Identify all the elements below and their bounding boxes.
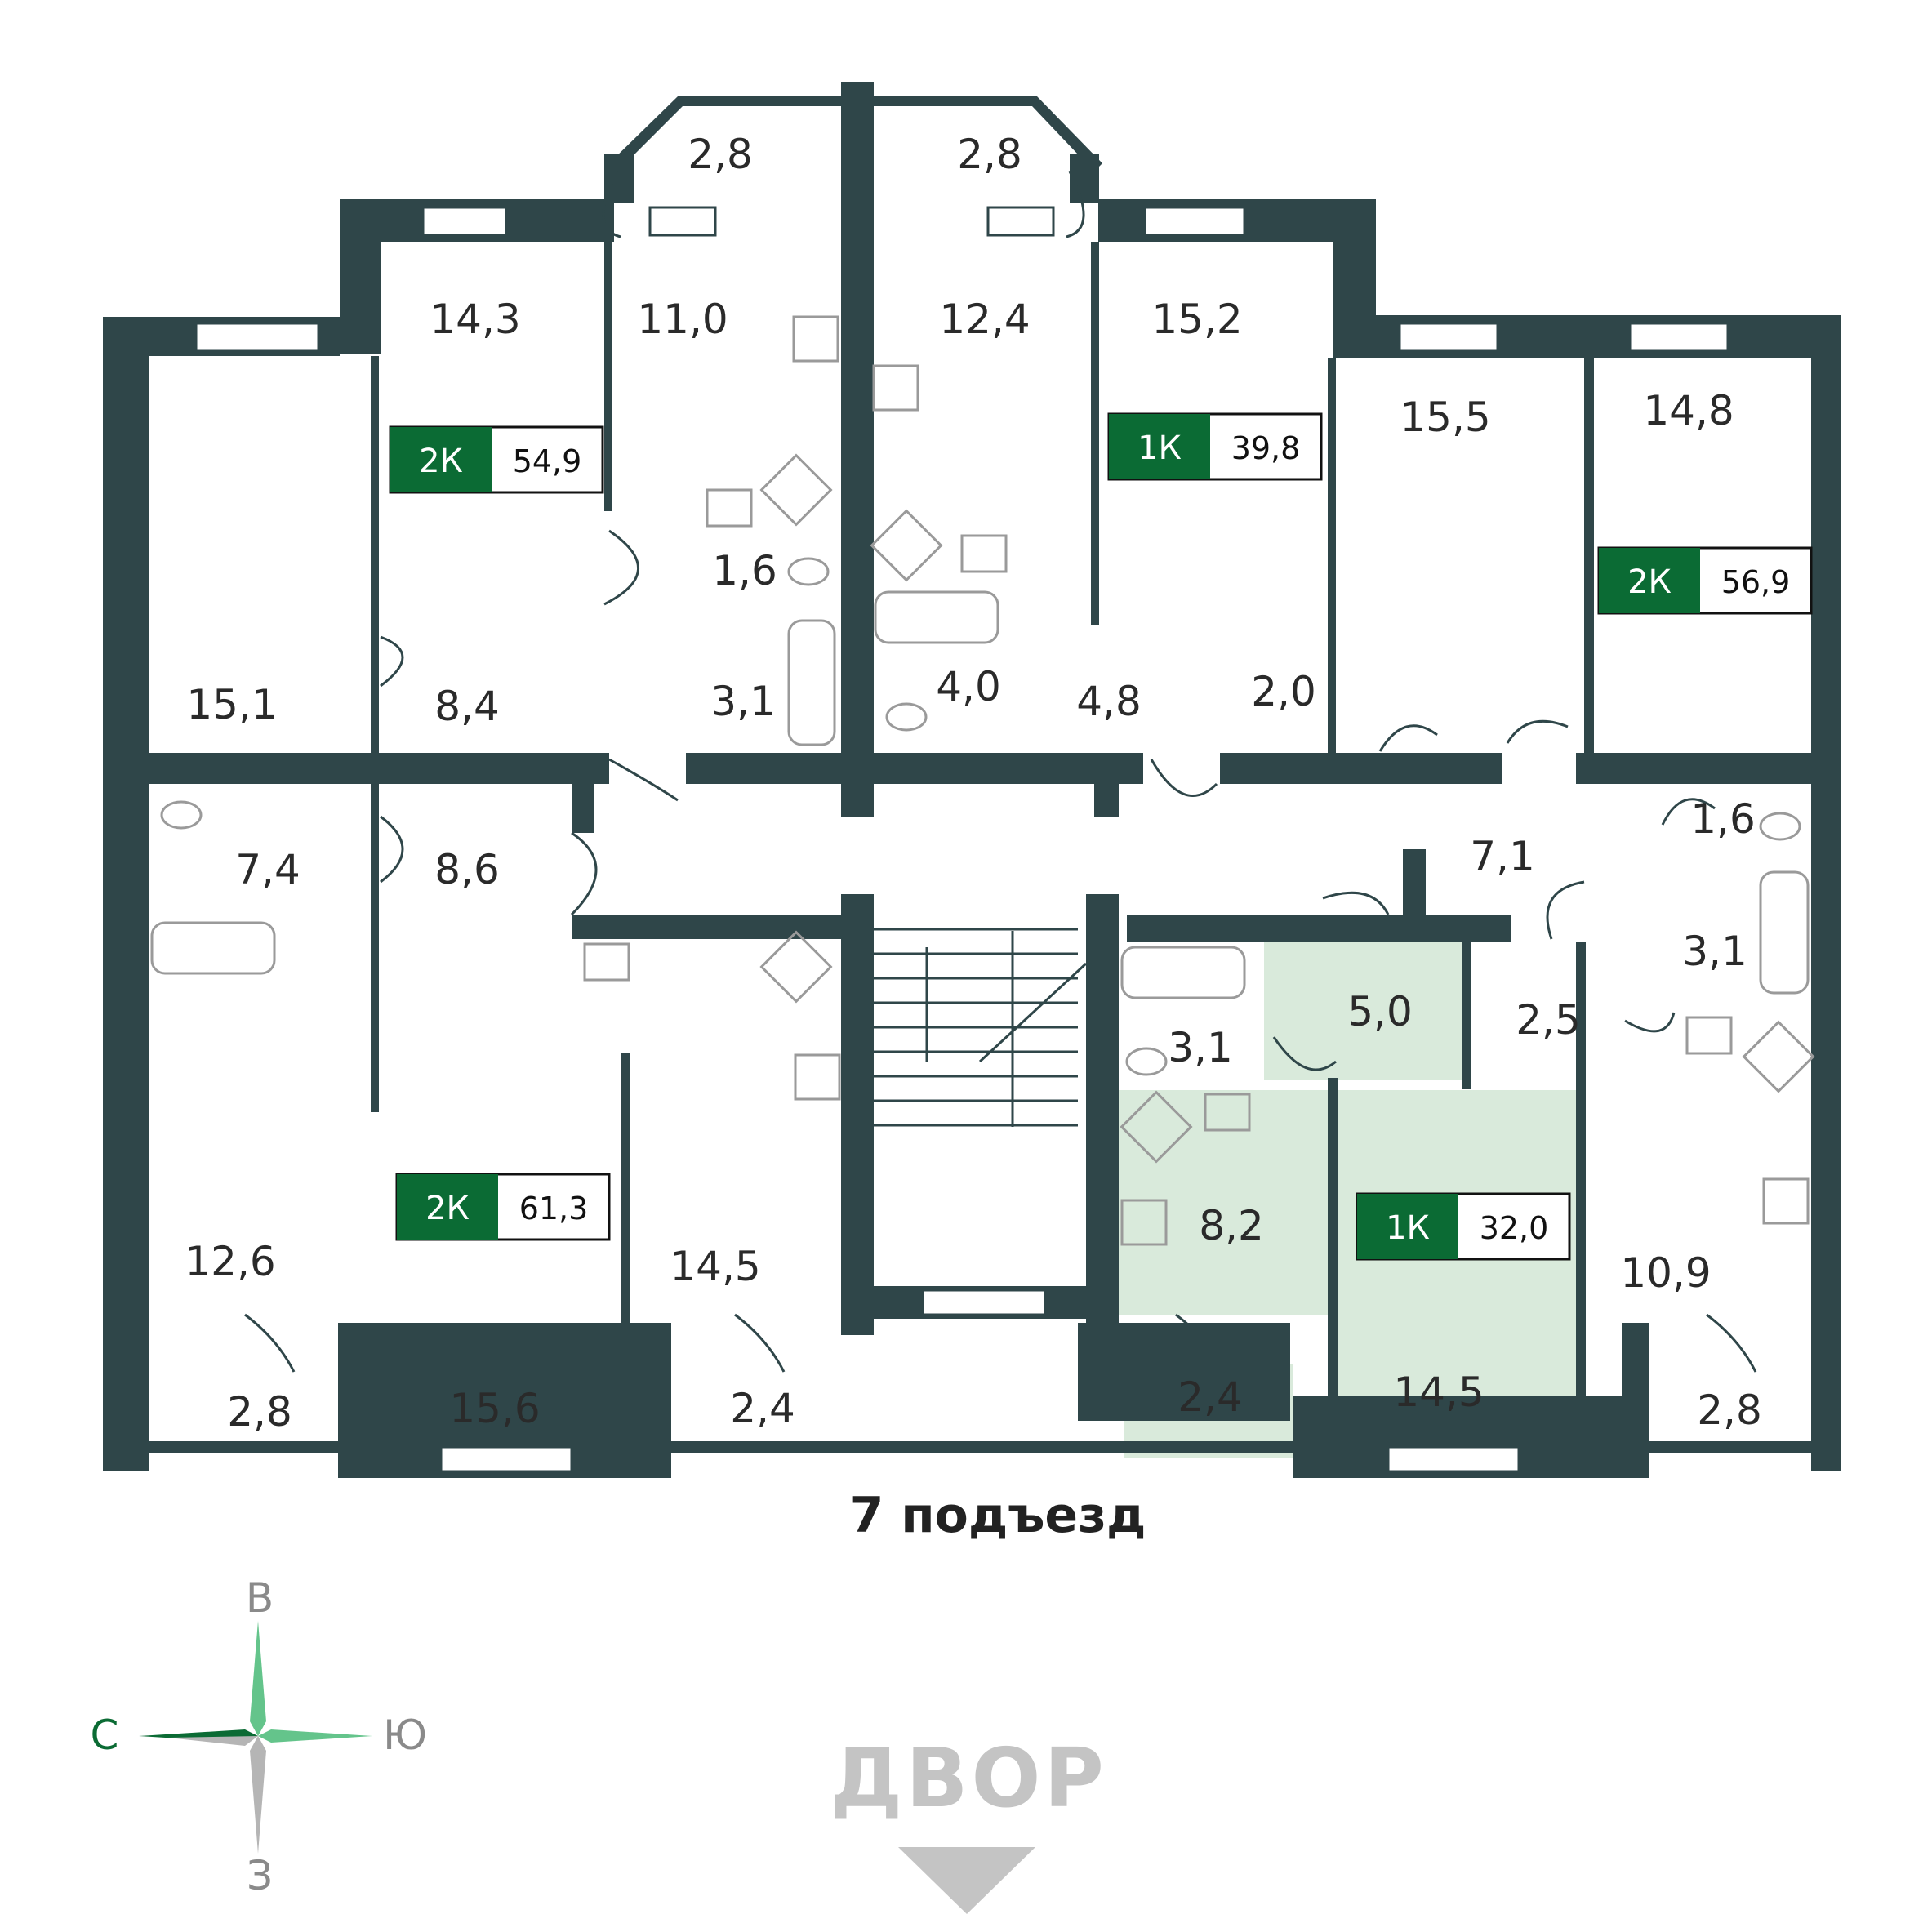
toilet-icon [885, 702, 928, 732]
stove-icon [1762, 1177, 1810, 1225]
toilet-icon [160, 800, 203, 830]
bathtub-icon [787, 619, 836, 746]
room-area-label: 8,6 [434, 846, 500, 893]
room-area-label: 1,6 [1690, 795, 1756, 843]
bathtub-icon [1120, 946, 1246, 999]
room-area-label: 4,0 [936, 663, 1001, 710]
room-labels: 2,8 2,8 14,3 11,0 12,4 15,2 15,5 14,8 1,… [185, 131, 1761, 1436]
sink-icon [1120, 1090, 1193, 1164]
room-area-label: 4,8 [1076, 678, 1142, 725]
highlight-entry [1264, 933, 1467, 1080]
apartment-rooms: 1К [1386, 1209, 1430, 1247]
compass-star-icon [250, 1621, 266, 1736]
room-area-label: 2,5 [1516, 996, 1581, 1044]
apartment-area: 39,8 [1231, 430, 1301, 466]
apartment-badge: 1К 39,8 [1107, 412, 1323, 481]
fixtures [150, 315, 1815, 1246]
compass-east: В [246, 1574, 274, 1622]
room-area-label: 2,8 [227, 1388, 292, 1436]
toilet-icon [1759, 812, 1801, 841]
fridge-icon [583, 942, 630, 982]
room-area-label: 2,8 [688, 131, 753, 178]
apartment-rooms: 2К [1627, 563, 1672, 601]
room-area-label: 14,5 [1393, 1369, 1484, 1416]
stove-icon [872, 364, 919, 412]
bathtub-icon [150, 921, 276, 975]
staircase [874, 928, 1088, 1127]
toilet-icon [1125, 1047, 1168, 1076]
bathtub-icon [874, 590, 999, 644]
windows [194, 206, 1729, 1473]
room-area-label: 15,6 [449, 1385, 540, 1432]
room-area-label: 11,0 [637, 296, 728, 343]
room-area-label: 8,2 [1199, 1202, 1264, 1249]
apartment-area: 54,9 [513, 443, 582, 479]
highlight-room [1336, 1090, 1581, 1433]
arrow-down-icon [898, 1847, 1035, 1914]
room-area-label: 7,1 [1470, 833, 1535, 880]
room-area-label: 7,4 [235, 846, 300, 893]
room-area-label: 5,0 [1347, 988, 1413, 1035]
room-area-label: 14,3 [430, 296, 520, 343]
room-area-label: 1,6 [712, 547, 777, 594]
stove-icon [1120, 1199, 1168, 1246]
room-area-label: 15,1 [186, 681, 277, 728]
apartment-rooms: 2К [419, 443, 463, 480]
compass: В С Ю З [91, 1574, 427, 1899]
compass-north: С [91, 1712, 119, 1759]
room-area-label: 3,1 [1168, 1024, 1233, 1071]
room-area-label: 10,9 [1620, 1249, 1711, 1297]
doors [244, 171, 1757, 1373]
room-area-label: 2,8 [957, 131, 1022, 178]
sink-icon [870, 509, 943, 582]
room-area-label: 2,8 [1697, 1387, 1762, 1434]
room-area-label: 15,5 [1400, 394, 1490, 441]
apartment-badge: 1К 32,0 [1356, 1192, 1571, 1261]
sink-icon [759, 930, 833, 1004]
apartment-badge: 2К 54,9 [389, 425, 604, 494]
fridge-icon [1685, 1016, 1733, 1055]
yard-label: ДВОР [830, 1730, 1107, 1826]
compass-west: З [247, 1852, 273, 1899]
fridge-icon [706, 488, 753, 528]
apartment-rooms: 2К [425, 1190, 470, 1227]
apartment-area: 56,9 [1721, 564, 1791, 600]
apartment-area: 61,3 [519, 1191, 589, 1226]
room-area-label: 14,8 [1643, 387, 1734, 434]
sink-icon [1742, 1020, 1815, 1093]
room-area-label: 2,0 [1251, 668, 1316, 715]
bathtub-icon [1759, 870, 1810, 995]
apartment-badge: 2К 61,3 [395, 1173, 611, 1241]
room-area-label: 8,4 [434, 683, 500, 730]
room-area-label: 15,2 [1151, 296, 1242, 343]
room-area-label: 12,4 [939, 296, 1030, 343]
room-area-label: 3,1 [710, 678, 776, 725]
apartment-area: 32,0 [1480, 1210, 1549, 1246]
highlight-kitchen [1119, 1090, 1331, 1315]
entrance-label: 7 подъезд [850, 1487, 1146, 1544]
stove-icon [794, 1053, 841, 1101]
room-area-label: 12,6 [185, 1238, 275, 1285]
toilet-icon [787, 557, 830, 586]
apartment-badge: 2К 56,9 [1597, 546, 1813, 615]
room-area-label: 2,4 [730, 1385, 795, 1432]
room-area-label: 3,1 [1682, 928, 1747, 975]
fridge-icon [1204, 1093, 1251, 1132]
stove-icon [792, 315, 839, 363]
apartment-rooms: 1К [1137, 430, 1182, 467]
sink-icon [759, 453, 833, 527]
fridge-icon [960, 534, 1008, 573]
walls [103, 82, 1841, 1478]
compass-south: Ю [383, 1712, 427, 1759]
highlighted-apartment [1119, 933, 1581, 1458]
room-area-label: 2,4 [1177, 1373, 1243, 1421]
room-area-label: 14,5 [670, 1243, 760, 1290]
